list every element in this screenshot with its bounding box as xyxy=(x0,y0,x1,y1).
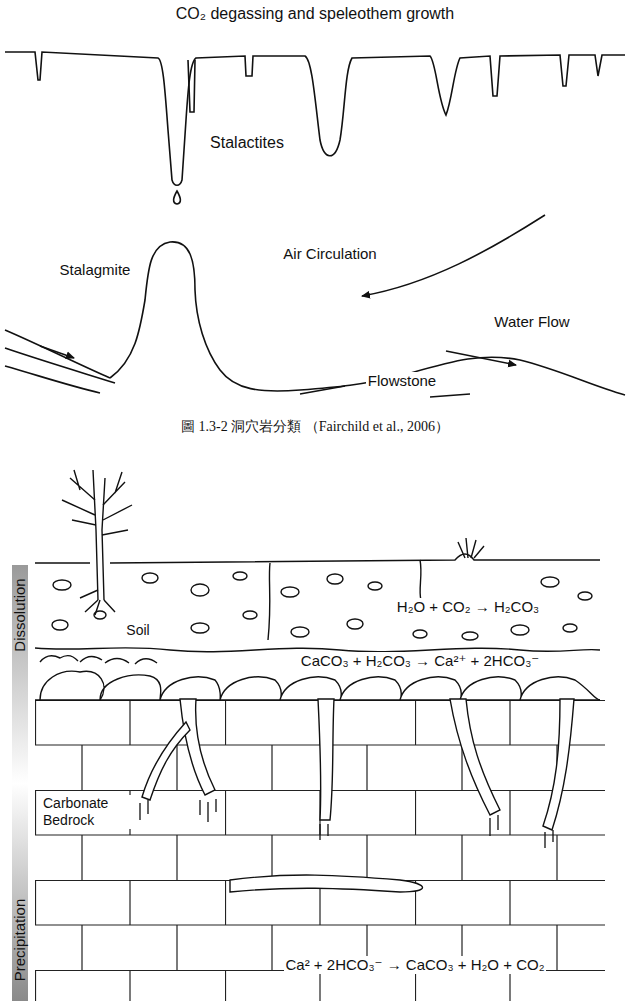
small-stalactites xyxy=(140,799,553,848)
figure-caption: 圖 1.3-2 洞穴岩分類 （Fairchild et al., 2006） xyxy=(179,419,451,436)
cave-section xyxy=(5,52,625,397)
zone-label: Precipitation xyxy=(11,897,29,984)
stalactite-label: Stalactites xyxy=(208,133,286,152)
equation: H₂O + CO₂ → H₂CO₃ xyxy=(395,598,541,616)
solution-conduits xyxy=(142,699,574,892)
soil-label: Soil xyxy=(124,622,151,639)
top-heading: CO₂ degassing and speleothem growth xyxy=(174,4,456,23)
water-label: Water Flow xyxy=(492,313,571,331)
karst-profile xyxy=(35,470,600,700)
bedrock xyxy=(35,700,605,1001)
equation: CaCO₃ + H₂CO₃ → Ca²⁺ + 2HCO₃⁻ xyxy=(299,652,541,670)
equation: Ca² + 2HCO₃⁻ → CaCO₃ + H₂O + CO₂ xyxy=(284,956,547,974)
flowstone-label: Flowstone xyxy=(366,372,438,390)
bedrock-label: Carbonate Bedrock xyxy=(41,795,135,829)
air-label: Air Circulation xyxy=(281,245,378,263)
stalagmite-label: Stalagmite xyxy=(58,261,133,279)
zone-label: Dissolution xyxy=(11,576,29,653)
